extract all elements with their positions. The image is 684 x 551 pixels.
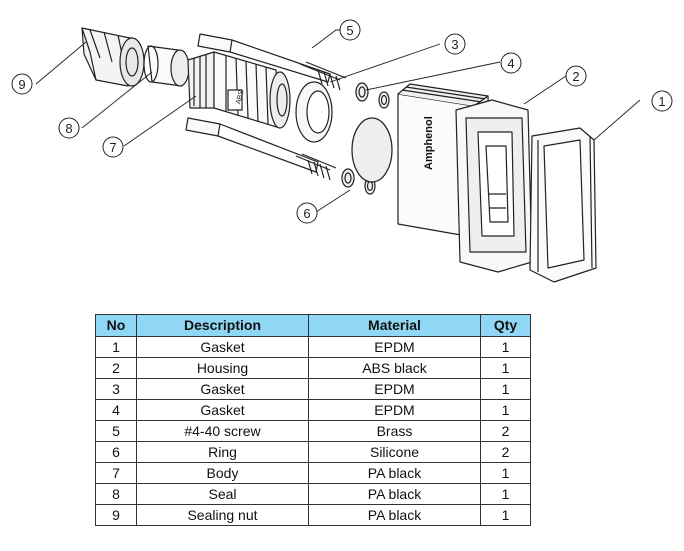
callout-4 <box>500 52 522 74</box>
cell-qty: 2 <box>480 420 531 442</box>
cell-no: 4 <box>95 399 137 421</box>
cell-description: Housing <box>136 357 309 379</box>
screw-part-lower <box>185 117 337 181</box>
callout-8 <box>58 117 80 139</box>
cell-qty: 1 <box>480 462 531 484</box>
callout-8-label: 8 <box>65 121 72 136</box>
cell-no: 9 <box>95 504 137 526</box>
table-header-row: No Description Material Qty <box>95 314 531 337</box>
cell-material: EPDM <box>308 336 481 358</box>
cell-description: Gasket <box>136 378 309 400</box>
cell-material: PA black <box>308 483 481 505</box>
sealing-nut-part <box>81 27 145 87</box>
callout-5 <box>339 19 361 41</box>
cell-description: Ring <box>136 441 309 463</box>
seal-part <box>143 45 190 87</box>
callout-9 <box>11 73 33 95</box>
cell-material: PA black <box>308 462 481 484</box>
callout-9-label: 9 <box>18 77 25 92</box>
cell-no: 2 <box>95 357 137 379</box>
cell-material: Brass <box>308 420 481 442</box>
cell-no: 8 <box>95 483 137 505</box>
callout-4-label: 4 <box>507 56 514 71</box>
header-no: No <box>95 314 137 337</box>
ring-part <box>341 168 376 195</box>
amphenol-logo: Amphenol <box>423 116 435 170</box>
callout-7-label: 7 <box>109 140 116 155</box>
callout-6-label: 6 <box>303 206 310 221</box>
cell-no: 3 <box>95 378 137 400</box>
cell-qty: 1 <box>480 357 531 379</box>
callout-5-label: 5 <box>346 23 353 38</box>
callout-2-label: 2 <box>572 69 579 84</box>
body-part: ABS <box>187 51 291 129</box>
cell-qty: 1 <box>480 483 531 505</box>
housing-part: Amphenol <box>351 83 533 273</box>
gasket-ring-part <box>295 81 333 143</box>
cell-qty: 2 <box>480 441 531 463</box>
abs-mark: ABS <box>235 89 245 105</box>
callout-2 <box>565 65 587 87</box>
cell-description: Sealing nut <box>136 504 309 526</box>
header-description: Description <box>136 314 309 337</box>
cell-qty: 1 <box>480 378 531 400</box>
cell-description: #4-40 screw <box>136 420 309 442</box>
callout-6 <box>296 202 318 224</box>
callout-1 <box>651 90 673 112</box>
cell-no: 1 <box>95 336 137 358</box>
cell-material: ABS black <box>308 357 481 379</box>
cell-material: PA black <box>308 504 481 526</box>
cell-material: EPDM <box>308 399 481 421</box>
cell-no: 6 <box>95 441 137 463</box>
callout-3-label: 3 <box>451 37 458 52</box>
cell-description: Seal <box>136 483 309 505</box>
header-material: Material <box>308 314 481 337</box>
exploded-view-drawing: ABS <box>11 19 673 283</box>
cell-qty: 1 <box>480 336 531 358</box>
small-ring-part <box>355 82 390 109</box>
callout-3 <box>444 33 466 55</box>
callout-7 <box>102 136 124 158</box>
cell-material: EPDM <box>308 378 481 400</box>
callout-1-label: 1 <box>658 94 665 109</box>
cell-qty: 1 <box>480 399 531 421</box>
header-qty: Qty <box>480 314 531 337</box>
screw-part-upper <box>197 33 347 91</box>
cell-qty: 1 <box>480 504 531 526</box>
cell-material: Silicone <box>308 441 481 463</box>
gasket-part <box>529 127 597 283</box>
cell-no: 5 <box>95 420 137 442</box>
cell-description: Body <box>136 462 309 484</box>
cell-no: 7 <box>95 462 137 484</box>
cell-description: Gasket <box>136 336 309 358</box>
cell-description: Gasket <box>136 399 309 421</box>
